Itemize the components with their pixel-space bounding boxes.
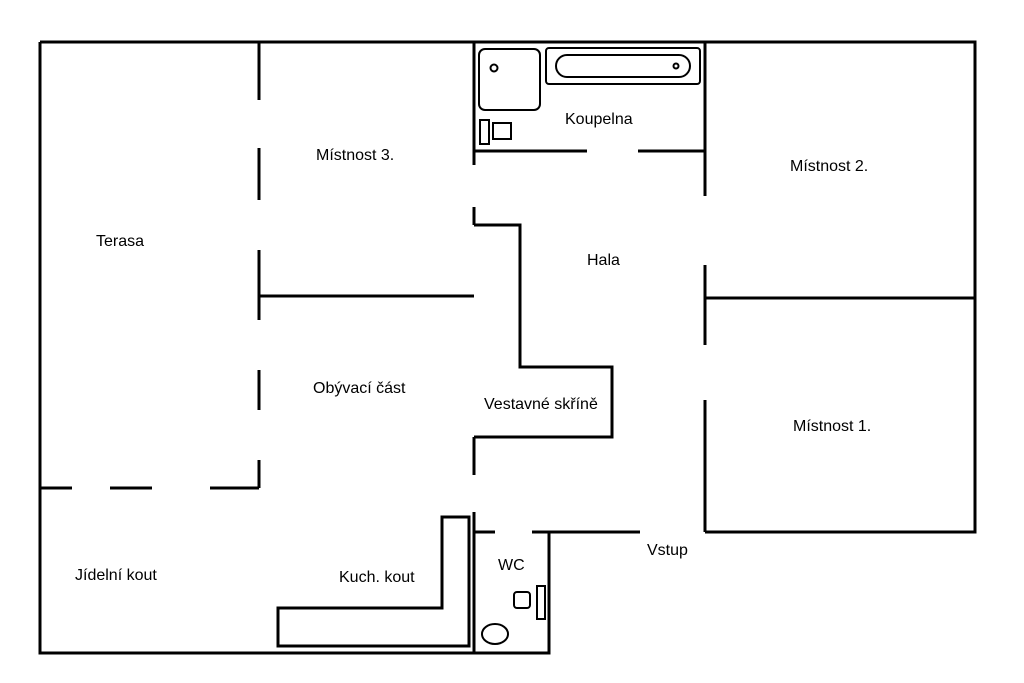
wc-cistern xyxy=(536,585,546,620)
bathroom-toilet xyxy=(492,122,512,140)
label-mistnost1: Místnost 1. xyxy=(793,418,871,435)
shower-tray xyxy=(478,48,541,111)
bathtub xyxy=(545,47,701,85)
label-wc: WC xyxy=(498,557,525,574)
label-mistnost3: Místnost 3. xyxy=(316,147,394,164)
label-jidelni-kout: Jídelní kout xyxy=(75,567,157,584)
kitchen-counter xyxy=(276,515,471,648)
shower-drain-icon xyxy=(489,63,499,73)
room-labels: Terasa Místnost 3. Koupelna Místnost 2. … xyxy=(75,111,871,586)
bathroom-fixtures xyxy=(478,47,701,145)
label-obyvaci-cast: Obývací část xyxy=(313,380,406,397)
wc-bowl xyxy=(513,591,531,609)
label-vestavne-skrine: Vestavné skříně xyxy=(484,396,598,413)
wc-fixtures xyxy=(481,585,546,645)
label-hala: Hala xyxy=(587,252,620,269)
terasa-dashed-wall xyxy=(40,42,261,490)
label-mistnost2: Místnost 2. xyxy=(790,158,868,175)
label-kuch-kout: Kuch. kout xyxy=(339,569,415,586)
label-vstup: Vstup xyxy=(647,542,688,559)
wc-washbasin xyxy=(481,623,509,645)
outer-walls xyxy=(38,40,977,655)
bathtub-drain-icon xyxy=(672,62,680,70)
label-terasa: Terasa xyxy=(96,233,144,250)
bathtub-inner xyxy=(555,54,691,78)
built-in-wardrobe xyxy=(474,223,614,439)
bathroom-sink xyxy=(479,119,490,145)
label-koupelna: Koupelna xyxy=(565,111,633,128)
